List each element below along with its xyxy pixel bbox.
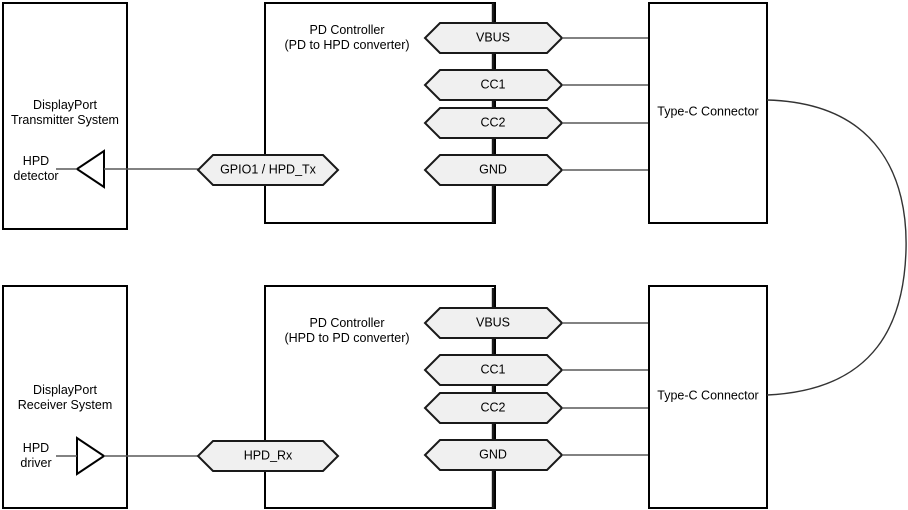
top-cc2-hexagon bbox=[423, 107, 564, 139]
top-vbus-hexagon bbox=[423, 22, 564, 54]
displayport-receiver-system-box bbox=[2, 285, 128, 509]
bottom-cc2-hexagon bbox=[423, 392, 564, 424]
gpio1-hpd-tx-hexagon bbox=[196, 154, 340, 186]
top-cc1-hexagon bbox=[423, 69, 564, 101]
type-c-cable bbox=[766, 99, 907, 396]
bottom-gnd-hexagon bbox=[423, 439, 564, 471]
hpd-rx-hexagon bbox=[196, 440, 340, 472]
bottom-vbus-hexagon bbox=[423, 307, 564, 339]
type-c-connector-bottom-box bbox=[648, 285, 768, 509]
type-c-connector-top-box bbox=[648, 2, 768, 224]
bottom-cc1-hexagon bbox=[423, 354, 564, 386]
displayport-transmitter-system-box bbox=[2, 2, 128, 230]
top-gnd-hexagon bbox=[423, 154, 564, 186]
